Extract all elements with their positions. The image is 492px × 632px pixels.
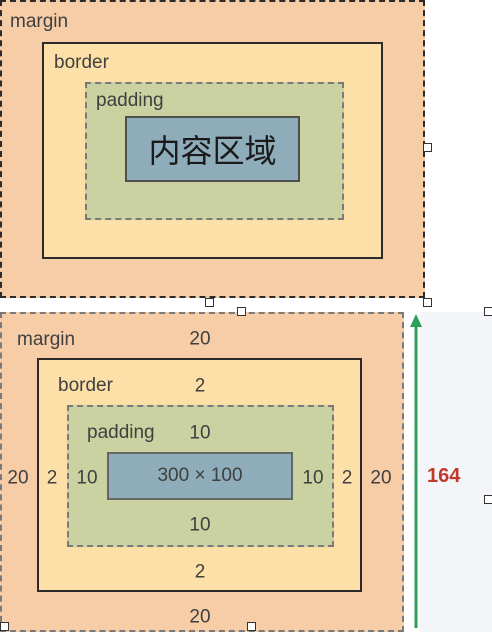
top-border-label: border xyxy=(54,52,109,73)
top-margin-label: margin xyxy=(10,11,69,32)
resize-handle-top[interactable] xyxy=(237,307,246,316)
top-content-label: 内容区域 xyxy=(148,132,277,170)
resize-handle-bottom-middle[interactable] xyxy=(247,622,256,631)
top-content-box: 内容区域 xyxy=(125,116,300,182)
margin-left-value: 20 xyxy=(7,467,29,489)
border-bottom-value: 2 xyxy=(194,561,206,583)
border-right-value: 2 xyxy=(341,467,353,489)
padding-top-value: 10 xyxy=(189,422,211,444)
height-arrow xyxy=(410,314,422,628)
bottom-right-background xyxy=(420,312,492,632)
padding-right-value: 10 xyxy=(302,467,324,489)
border-top-value: 2 xyxy=(194,375,206,397)
resize-handle-bottom[interactable] xyxy=(205,298,214,307)
margin-right-value: 20 xyxy=(370,467,392,489)
margin-bottom-value: 20 xyxy=(189,606,211,628)
total-height-label: 164 xyxy=(427,465,461,487)
bottom-padding-label: padding xyxy=(87,422,155,443)
padding-left-value: 10 xyxy=(76,467,98,489)
border-left-value: 2 xyxy=(46,467,58,489)
padding-bottom-value: 10 xyxy=(189,514,211,536)
resize-handle-top-right[interactable] xyxy=(484,307,492,316)
resize-handle-bottom-left[interactable] xyxy=(0,622,9,631)
bottom-content-label: 300 × 100 xyxy=(157,465,243,486)
resize-handle-right[interactable] xyxy=(423,143,432,152)
resize-handle-bottom-right[interactable] xyxy=(423,298,432,307)
resize-handle-right-middle[interactable] xyxy=(484,495,492,504)
margin-top-value: 20 xyxy=(189,328,211,350)
top-padding-label: padding xyxy=(96,90,164,111)
bottom-content-box: 300 × 100 xyxy=(107,452,293,500)
bottom-border-label: border xyxy=(58,375,113,396)
bottom-margin-label: margin xyxy=(17,329,76,350)
